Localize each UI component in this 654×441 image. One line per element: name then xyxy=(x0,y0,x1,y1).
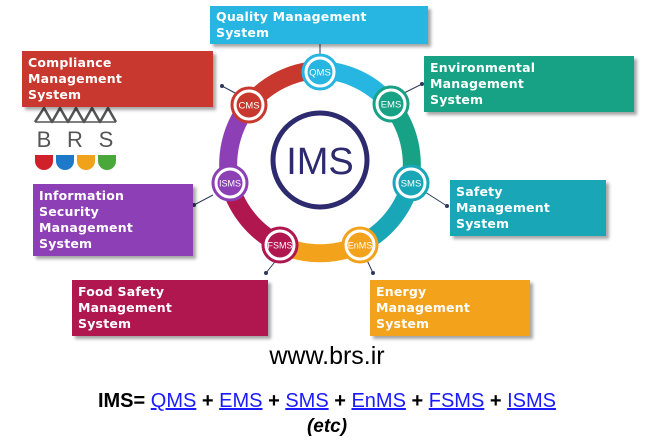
connector-dot-sms xyxy=(445,204,449,208)
node-qms-label: QMS xyxy=(309,68,331,79)
connector-cms xyxy=(221,85,238,95)
label-food-safety-management: Food Safety Management System xyxy=(72,280,268,336)
formula-term-fsms[interactable]: FSMS xyxy=(428,390,485,412)
logo-drop-orange xyxy=(77,155,95,170)
label-compliance-management: Compliance Management System xyxy=(22,51,213,107)
node-cms-label: CMS xyxy=(238,101,259,112)
node-ems: EMS xyxy=(372,85,410,123)
ims-formula: IMS= QMS + EMS + SMS + EnMS + FSMS + ISM… xyxy=(97,390,557,412)
node-fsms: FSMS xyxy=(261,226,299,264)
logo-drop-red xyxy=(35,155,53,170)
connector-isms xyxy=(193,194,214,206)
connector-dot-enms xyxy=(371,271,375,275)
connector-dots xyxy=(192,35,449,275)
label-energy-management: Energy Management System xyxy=(370,280,530,336)
logo-letter-s: S xyxy=(99,127,114,152)
hub-label: IMS xyxy=(286,141,354,183)
node-enms-label: EnMS xyxy=(348,241,373,251)
connector-dot-isms xyxy=(192,203,196,207)
logo-ava-mark xyxy=(33,106,118,124)
node-ems-label: EMS xyxy=(381,100,402,111)
formula-term-qms[interactable]: QMS xyxy=(150,390,197,412)
connector-dot-ems xyxy=(420,82,424,86)
connector-dot-cms xyxy=(220,84,224,88)
logo-letter-r: R xyxy=(67,127,83,152)
node-cms: CMS xyxy=(230,86,268,124)
formula-term-ems[interactable]: EMS xyxy=(219,390,263,412)
node-qms: QMS xyxy=(301,53,339,91)
formula-term-sms[interactable]: SMS xyxy=(285,390,329,412)
logo-letter-b: B xyxy=(37,127,52,152)
node-fsms-label: FSMS xyxy=(267,241,292,251)
formula-term-enms[interactable]: EnMS xyxy=(351,390,406,412)
logo-drop-blue xyxy=(56,155,74,170)
node-isms: ISMS xyxy=(211,164,249,202)
label-environmental-management: Environmental Management System xyxy=(424,56,634,112)
logo-drop-green xyxy=(98,155,116,170)
website-url: www.brs.ir xyxy=(269,342,385,370)
node-isms-label: ISMS xyxy=(219,179,241,189)
connector-dot-fsms xyxy=(264,271,268,275)
node-sms-label: SMS xyxy=(401,179,422,190)
node-sms: SMS xyxy=(392,164,430,202)
hub-circle xyxy=(270,110,370,210)
label-safety-management: Safety Management System xyxy=(450,180,606,236)
label-information-security-management: Information Security Management System xyxy=(33,184,193,256)
connector-sms xyxy=(424,191,448,207)
node-enms: EnMS xyxy=(341,226,379,264)
formula-term-isms[interactable]: ISMS xyxy=(507,390,557,412)
formula-prefix: IMS= xyxy=(97,390,146,412)
formula-etc: (etc) xyxy=(306,416,348,437)
brs-logo: B R S xyxy=(33,106,118,170)
label-quality-management: Quality Management System xyxy=(210,6,428,44)
